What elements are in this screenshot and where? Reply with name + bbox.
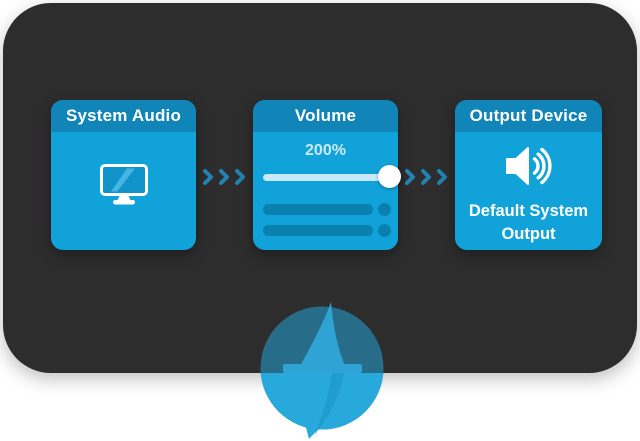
card-system-audio: System Audio	[51, 100, 196, 250]
logo-tail	[304, 420, 321, 439]
placeholder-dot	[378, 224, 391, 237]
placeholder-pill	[263, 225, 373, 236]
volume-slider-track[interactable]	[263, 174, 391, 181]
monitor-icon	[51, 164, 196, 205]
volume-slider[interactable]	[263, 164, 401, 189]
flow-chevrons-icon	[404, 169, 450, 185]
volume-slider-knob[interactable]	[378, 165, 401, 188]
flow-chevrons-icon	[202, 169, 248, 185]
card-output-device-title: Output Device	[455, 100, 602, 132]
placeholder-dot	[378, 203, 391, 216]
placeholder-pill	[263, 204, 373, 215]
volume-value-label: 200%	[305, 142, 346, 159]
output-device-value: Default System Output	[455, 200, 602, 246]
speaker-waves-icon	[455, 142, 602, 190]
output-device-value-line2: Output	[501, 225, 556, 243]
card-volume: Volume 200%	[253, 100, 401, 250]
output-device-value-line1: Default System	[468, 202, 589, 220]
card-volume-title: Volume	[253, 100, 398, 132]
logo-sail	[299, 302, 346, 368]
sailboat-logo	[260, 302, 384, 439]
card-output-device: Output Device Default System Output	[455, 100, 602, 250]
card-system-audio-title: System Audio	[51, 100, 196, 132]
